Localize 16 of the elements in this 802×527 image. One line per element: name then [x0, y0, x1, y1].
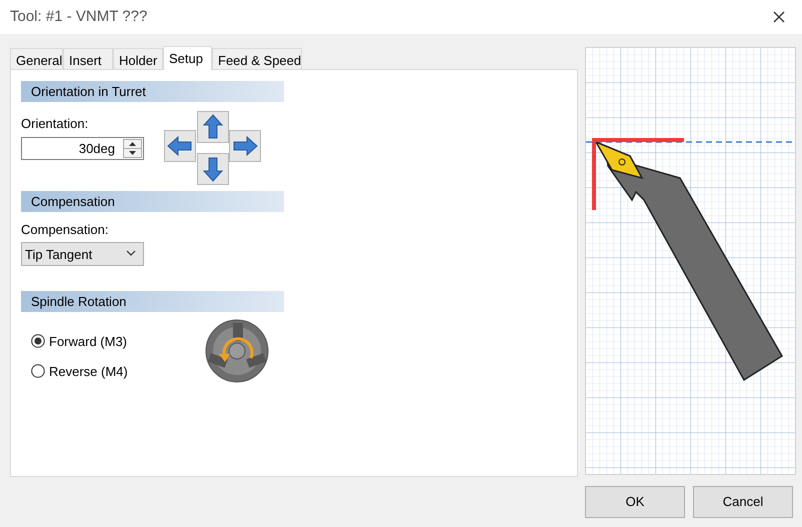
- section-header: Orientation in Turret: [21, 81, 284, 102]
- section-header: Compensation: [21, 191, 284, 212]
- tab: Insert: [63, 48, 113, 69]
- cancel-button: Cancel: [693, 486, 793, 518]
- dropdown: Tip Tangent: [21, 242, 144, 266]
- tab: General: [10, 48, 63, 69]
- tab: Setup: [163, 46, 212, 70]
- section-header: Spindle Rotation: [21, 291, 284, 312]
- tab: Holder: [113, 48, 163, 69]
- field-label: Compensation:: [21, 222, 108, 237]
- radio-label: Forward (M3): [49, 334, 128, 349]
- field-label: Orientation:: [21, 116, 88, 131]
- ok-button: OK: [585, 486, 685, 518]
- tab: Feed & Speed: [212, 48, 302, 69]
- radio-label: Reverse (M4): [49, 364, 128, 379]
- dialog-title: Tool: #1 - VNMT ???: [10, 8, 148, 25]
